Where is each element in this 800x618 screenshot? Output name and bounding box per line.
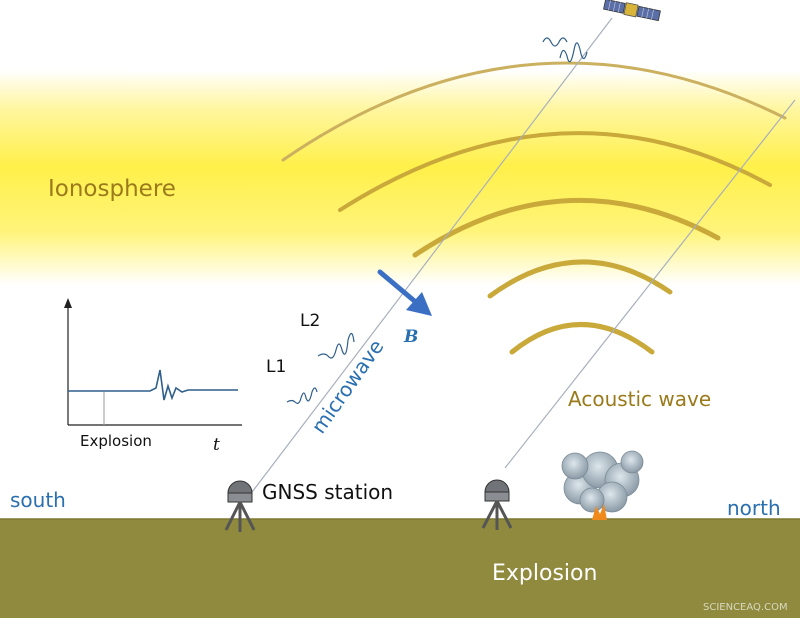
gnss-station-icon-2	[481, 479, 513, 530]
l1-label: L1	[266, 357, 286, 377]
watermark: SCIENCEAQ.COM	[703, 602, 788, 613]
b-field-arrow	[377, 269, 432, 316]
inset-plot: Explosion t	[64, 298, 242, 455]
microwave-label: microwave	[306, 335, 388, 438]
explosion-ground-label: Explosion	[492, 561, 597, 586]
inset-time-label: t	[213, 435, 220, 455]
signal-ray-station-1	[245, 17, 613, 501]
gnss-station-icon-1	[224, 480, 256, 532]
gnss-station-label: GNSS station	[262, 480, 393, 504]
south-label: south	[10, 488, 66, 512]
acoustic-arc-4	[338, 131, 772, 212]
l2-signal-squiggle	[317, 332, 355, 359]
ionosphere-label: Ionosphere	[48, 176, 176, 202]
l1-signal-squiggle	[286, 387, 318, 404]
explosion-cloud-icon	[561, 450, 644, 520]
acoustic-wave-arcs	[281, 61, 787, 355]
acoustic-arc-1	[509, 322, 655, 355]
satellite-icon	[603, 0, 661, 22]
b-field-label: B	[403, 327, 418, 347]
satellite-signal-squiggle-2	[559, 42, 588, 63]
inset-signal-trace	[68, 369, 238, 401]
acoustic-arc-5	[281, 61, 787, 162]
north-label: north	[727, 496, 781, 520]
acoustic-wave-label: Acoustic wave	[568, 387, 711, 411]
l2-label: L2	[300, 311, 320, 331]
acoustic-arc-2	[487, 259, 673, 299]
satellite-signal-squiggle-1	[542, 37, 568, 47]
acoustic-arc-3	[412, 197, 721, 258]
ground	[0, 519, 800, 618]
explosion-fire-icon	[592, 504, 607, 520]
inset-explosion-label: Explosion	[80, 432, 152, 450]
signal-ray-station-2	[504, 99, 796, 469]
inset-y-arrow	[64, 298, 72, 308]
